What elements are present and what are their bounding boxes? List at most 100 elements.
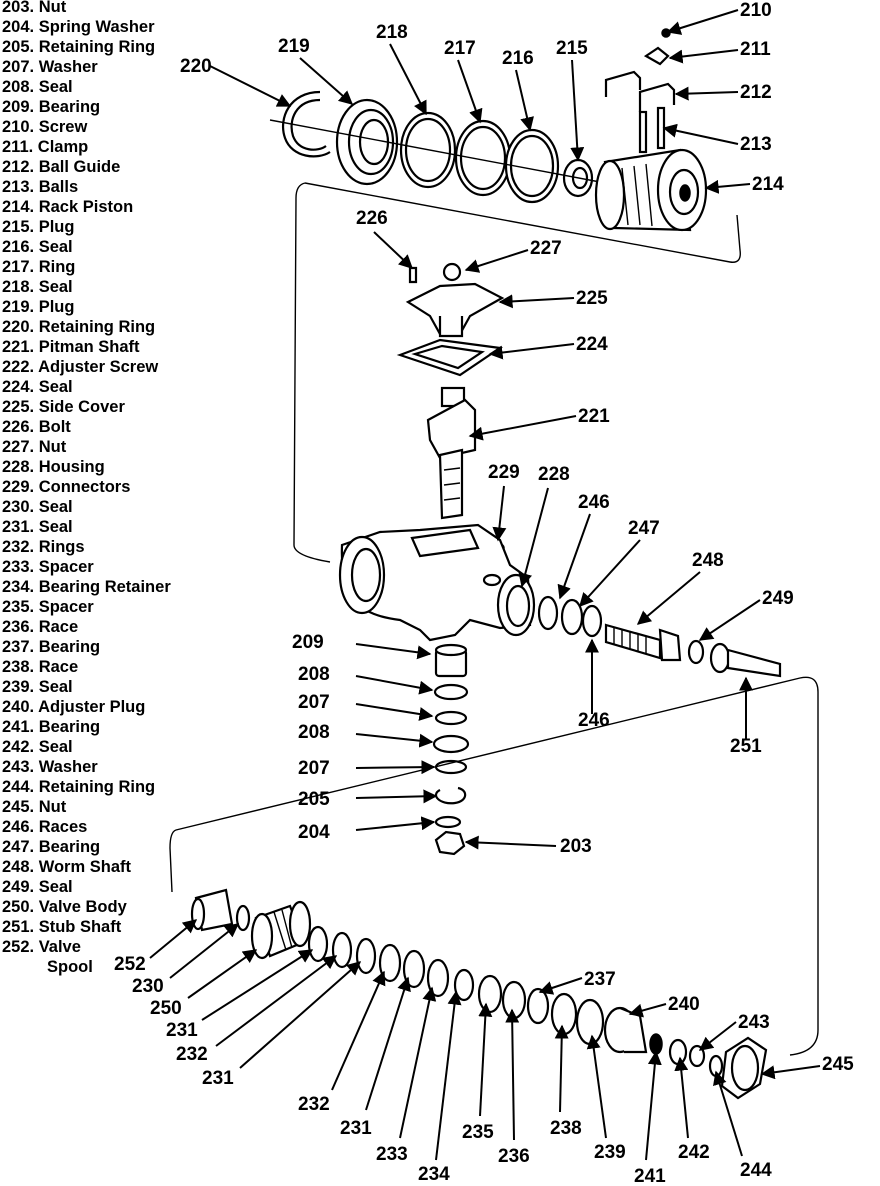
- part-seal-230: [235, 904, 251, 932]
- part-adjuster-plug-240: [603, 1006, 663, 1055]
- legend-item: 233. Spacer: [2, 558, 94, 576]
- legend-item: 217. Ring: [2, 258, 76, 276]
- part-seal-242: [668, 1038, 688, 1066]
- leader-line: [215, 955, 338, 1047]
- callout-238: 238: [550, 1118, 582, 1139]
- leader-line: [570, 59, 585, 162]
- callout-246: 246: [578, 492, 610, 513]
- part-screw-210: [661, 28, 671, 38]
- leader-line: [515, 69, 534, 132]
- leader-line: [355, 816, 436, 831]
- legend-item: 229. Connectors: [2, 478, 131, 496]
- callout-236: 236: [498, 1146, 530, 1167]
- legend-item: Spool: [47, 958, 93, 976]
- callout-233: 233: [376, 1144, 408, 1165]
- leader-line: [464, 835, 557, 850]
- callout-244: 244: [740, 1160, 772, 1181]
- leader-line: [488, 343, 575, 360]
- leader-line: [169, 923, 240, 979]
- leader-line: [636, 571, 701, 625]
- part-nut-227: [442, 262, 462, 282]
- legend-item: 232. Rings: [2, 538, 85, 556]
- legend-item: 231. Seal: [2, 518, 73, 536]
- callout-240: 240: [668, 994, 700, 1015]
- part-race-246: [537, 595, 559, 631]
- callout-243: 243: [738, 1012, 770, 1033]
- legend-item: 249. Seal: [2, 878, 73, 896]
- callout-227: 227: [530, 238, 562, 259]
- callout-230: 230: [132, 976, 164, 997]
- legend-item: 250. Valve Body: [2, 898, 127, 916]
- callout-232: 232: [298, 1094, 330, 1115]
- legend-item: 216. Seal: [2, 238, 73, 256]
- callout-207: 207: [298, 692, 330, 713]
- callout-220: 220: [180, 56, 212, 77]
- legend-item: 214. Rack Piston: [2, 198, 134, 216]
- leader-line: [187, 949, 258, 999]
- callout-231: 231: [202, 1068, 234, 1089]
- legend-item: 204. Spring Washer: [2, 18, 155, 36]
- leader-line: [554, 1024, 569, 1113]
- part-nut-203: [434, 830, 466, 856]
- callout-249: 249: [762, 588, 794, 609]
- leader-line: [760, 1065, 821, 1080]
- callout-207: 207: [298, 758, 330, 779]
- leader-line: [557, 513, 591, 600]
- leader-line: [355, 675, 434, 695]
- legend-item: 230. Seal: [2, 498, 73, 516]
- leader-line: [149, 919, 198, 959]
- legend-item: 219. Plug: [2, 298, 75, 316]
- callout-229: 229: [488, 462, 520, 483]
- leader-line: [713, 1070, 743, 1157]
- leader-line: [331, 970, 386, 1091]
- part-side-cover-225: [405, 282, 505, 338]
- callout-252: 252: [114, 954, 146, 975]
- part-pitman-shaft-221: [426, 386, 477, 520]
- part-seal-249: [687, 639, 705, 665]
- part-stub-shaft-251: [709, 642, 782, 678]
- legend-item: 244. Retaining Ring: [2, 778, 156, 796]
- legend-item: 228. Housing: [2, 458, 105, 476]
- leader-line: [538, 977, 583, 995]
- callout-241: 241: [634, 1166, 666, 1186]
- leader-line: [698, 1021, 737, 1051]
- leader-line: [518, 487, 549, 588]
- legend-item: 234. Bearing Retainer: [2, 578, 171, 596]
- leader-line: [355, 789, 438, 804]
- legend-item: 240. Adjuster Plug: [2, 698, 146, 716]
- callout-215: 215: [556, 38, 588, 59]
- callout-217: 217: [444, 38, 476, 59]
- legend-item: 242. Seal: [2, 738, 73, 756]
- leader-line: [674, 86, 739, 101]
- callout-231: 231: [166, 1020, 198, 1041]
- rack-piston-group-outline: [293, 182, 741, 563]
- leader-line: [457, 59, 483, 124]
- legend-item: 205. Retaining Ring: [2, 38, 156, 56]
- leader-line: [468, 415, 577, 441]
- part-race-246b: [581, 604, 603, 638]
- callout-205: 205: [298, 789, 330, 810]
- callout-211: 211: [740, 39, 771, 60]
- part-spring-washer-204: [434, 815, 462, 829]
- callout-225: 225: [576, 288, 608, 309]
- valve-group-outline: [169, 676, 819, 1056]
- part-ball-guide-212: [604, 70, 642, 97]
- legend-item: 224. Seal: [2, 378, 73, 396]
- callout-214: 214: [752, 174, 784, 195]
- leader-line: [579, 539, 641, 608]
- callout-221: 221: [578, 406, 610, 427]
- callout-250: 250: [150, 998, 182, 1019]
- leader-line: [365, 976, 411, 1111]
- leader-line: [674, 1056, 689, 1139]
- leader-line: [389, 43, 427, 116]
- legend-item: 222. Adjuster Screw: [2, 358, 159, 376]
- callout-239: 239: [594, 1142, 626, 1163]
- legend-item: 209. Bearing: [2, 98, 101, 116]
- legend-item: 245. Nut: [2, 798, 67, 816]
- leader-line: [668, 49, 739, 64]
- part-bolt-226: [408, 266, 418, 284]
- callout-231: 231: [340, 1118, 372, 1139]
- leader-line: [478, 1002, 493, 1117]
- part-washer-207: [434, 710, 468, 726]
